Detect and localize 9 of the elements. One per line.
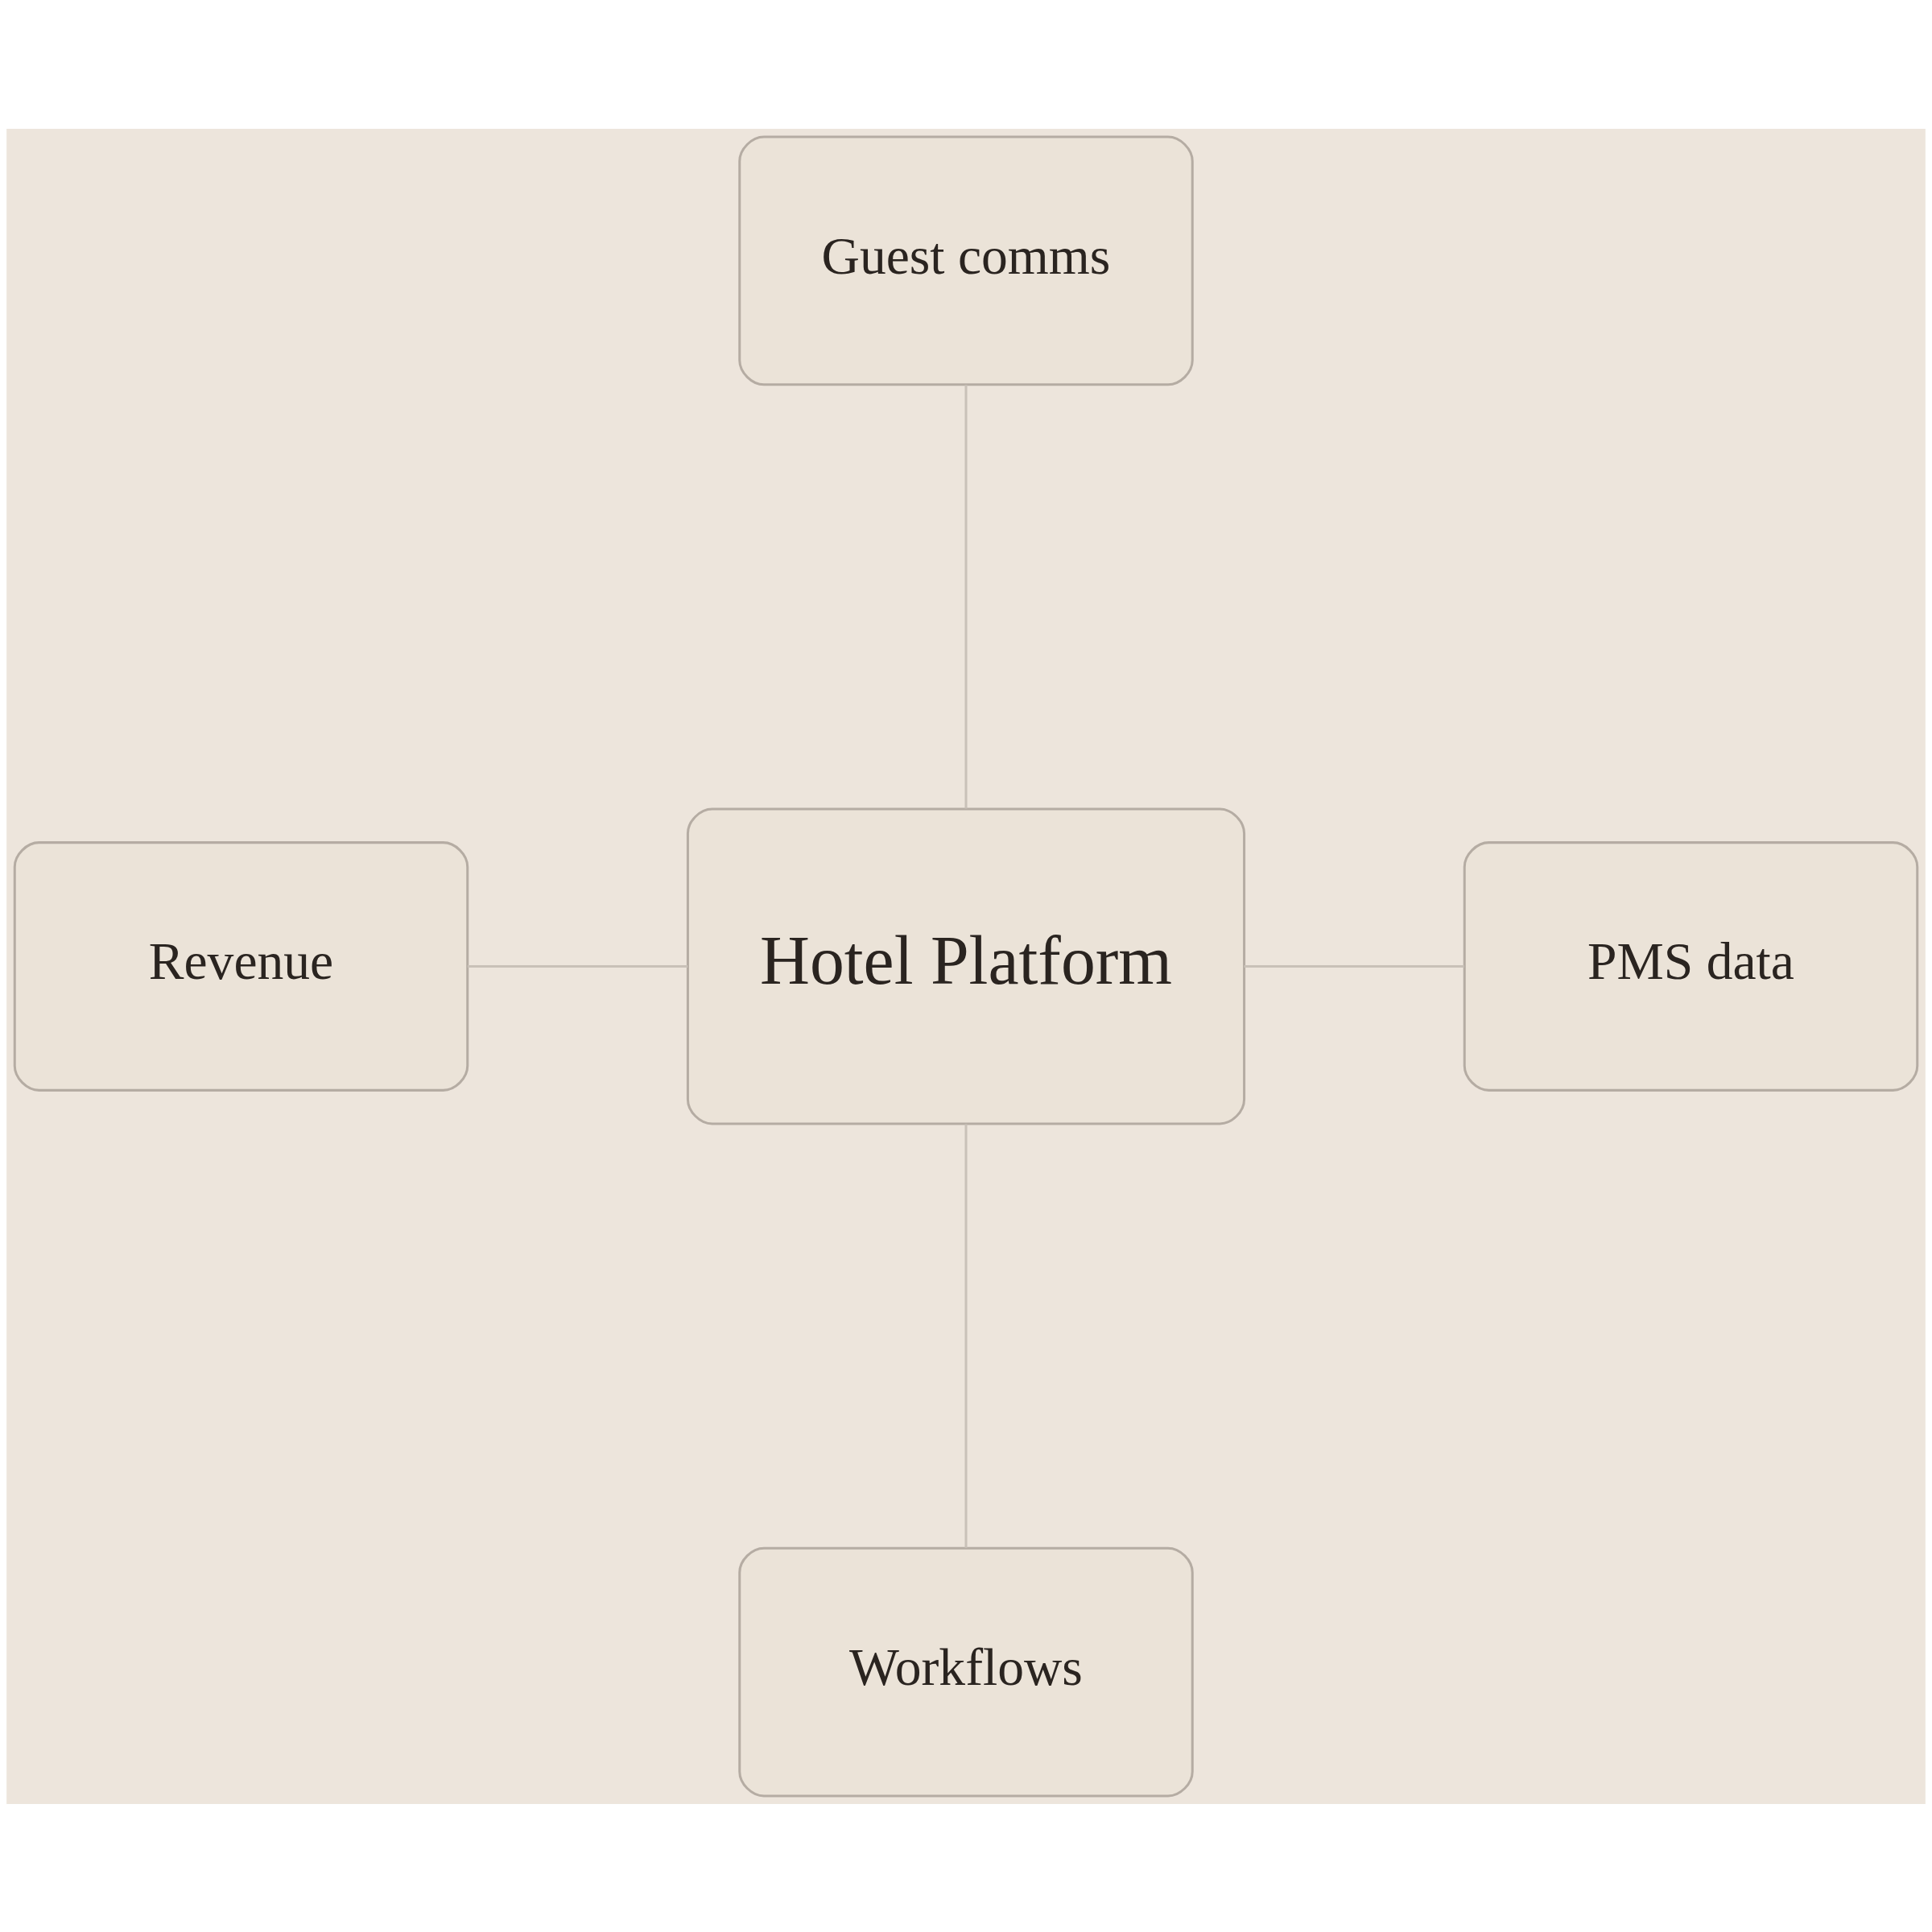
node-box: Hotel Platform [686,807,1246,1125]
node-box: PMS data [1463,840,1919,1092]
node-box: Workflows [738,1546,1194,1797]
connector [964,384,968,808]
node-box: Guest comms [738,135,1194,386]
connector [964,1123,968,1548]
connector [1244,964,1464,968]
connector [467,964,688,968]
node-box: Revenue [13,840,469,1092]
